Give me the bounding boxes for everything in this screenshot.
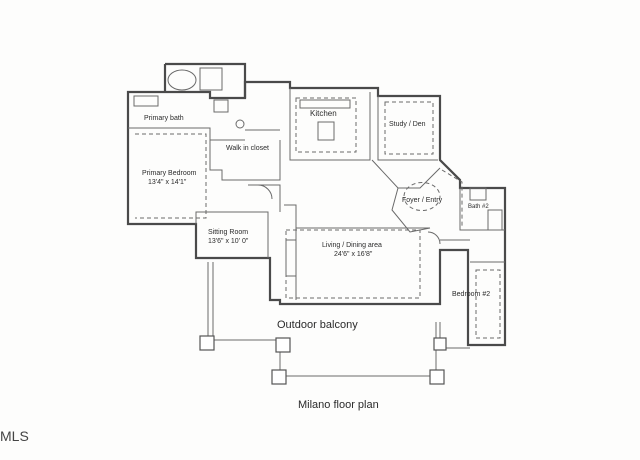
room-labels: Primary bath Kitchen Study / Den Walk in… — [142, 109, 490, 411]
living-dims: 24'6" x 16'8" — [334, 251, 373, 258]
primary-bedroom-label: Primary Bedroom — [142, 170, 197, 177]
balcony-label: Outdoor balcony — [277, 319, 358, 331]
walk-in-closet-label: Walk in closet — [226, 145, 269, 152]
interior-walls — [128, 88, 505, 300]
study-label: Study / Den — [389, 121, 426, 128]
plan-title: Milano floor plan — [298, 399, 379, 411]
kitchen-label: Kitchen — [310, 109, 337, 118]
living-label: Living / Dining area — [322, 242, 382, 249]
balcony-railing — [199, 262, 470, 385]
exterior-walls — [126, 62, 507, 347]
sitting-room-label: Sitting Room — [208, 229, 248, 236]
sitting-room-dims: 13'6" x 10' 0" — [208, 238, 249, 245]
foyer-label: Foyer / Entry — [402, 197, 443, 204]
bath2-label: Bath #2 — [468, 204, 489, 210]
primary-bedroom-dims: 13'4" x 14'1" — [148, 179, 187, 186]
bedroom2-label: Bedroom #2 — [452, 291, 490, 298]
primary-bath-label: Primary bath — [144, 115, 184, 122]
fixtures — [133, 67, 503, 277]
mls-watermark: MLS — [0, 428, 29, 444]
